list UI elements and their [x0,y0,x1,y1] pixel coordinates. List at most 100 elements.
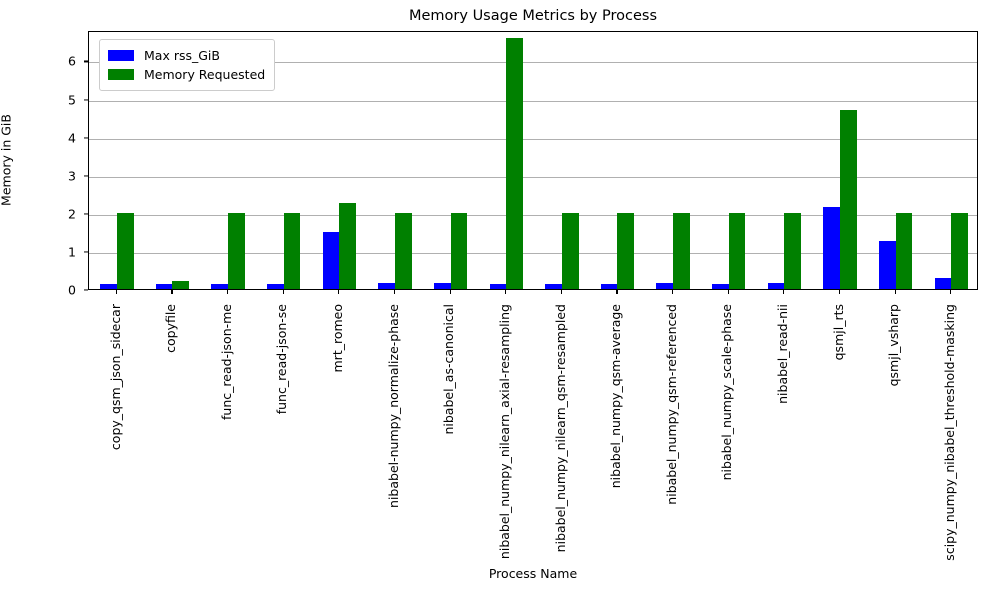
x-tick-label: copyfile [163,304,179,353]
bar-max-rss[interactable] [767,283,785,289]
x-tick-label: copy_qsm_json_sidecar [107,304,123,451]
bar-group[interactable] [155,32,190,289]
x-tick-mark [171,290,173,294]
bar-group[interactable] [767,32,801,289]
x-tick-label-wrap: copy_qsm_json_sidecar [107,297,125,547]
bar-group[interactable] [433,32,468,289]
bar-max-rss[interactable] [433,283,451,289]
x-tick-label-wrap: func_read-json-me [218,297,236,547]
bar-max-rss[interactable] [489,284,507,289]
bar-max-rss[interactable] [600,284,618,289]
chart-legend: Max rss_GiB Memory Requested [99,39,276,91]
bar-group[interactable] [267,32,301,289]
bar-group[interactable] [878,32,913,289]
bars-layer [89,32,977,289]
bar-memory-requested[interactable] [506,37,523,289]
bar-memory-requested[interactable] [561,212,579,289]
x-tick-mark [449,290,451,294]
bar-max-rss[interactable] [155,284,173,289]
x-tick-label: nibabel_numpy_qsm-referenced [663,304,679,505]
bar-group[interactable] [378,32,412,289]
x-tick-mark [894,290,896,294]
x-tick-label-wrap: nibabel_numpy_scale-phase [719,297,737,547]
legend-item-max-rss: Max rss_GiB [108,46,265,65]
bar-memory-requested[interactable] [839,110,857,289]
bar-memory-requested[interactable] [895,212,913,289]
x-tick-label-wrap: func_read-json-se [274,297,292,547]
bar-max-rss[interactable] [378,283,395,289]
y-tick-mark [84,99,88,101]
y-tick-mark [84,137,88,139]
x-tick-label-wrap: nibabel_as-canonical [441,297,459,547]
bar-group[interactable] [211,32,245,289]
x-tick-label: nibabel_numpy_qsm-average [608,304,624,489]
bar-memory-requested[interactable] [784,212,801,289]
bar-max-rss[interactable] [823,207,840,289]
bar-group[interactable] [934,32,968,289]
bar-memory-requested[interactable] [283,212,301,289]
bar-memory-requested[interactable] [172,281,190,289]
x-tick-mark [950,290,952,294]
bar-group[interactable] [322,32,356,289]
bar-group[interactable] [545,32,579,289]
bar-max-rss[interactable] [267,284,284,289]
y-tick-label: 4 [68,130,76,146]
bar-group[interactable] [712,32,746,289]
y-tick-label: 3 [68,168,76,184]
x-tick-mark [282,290,284,294]
bar-group[interactable] [823,32,857,289]
bar-group[interactable] [489,32,523,289]
y-tick-mark [84,213,88,215]
bar-memory-requested[interactable] [450,212,468,289]
y-tick-mark [84,251,88,253]
x-tick-label-wrap: nibabel_read-nii [774,297,792,547]
x-axis-ticks: copy_qsm_json_sidecar copyfile func_read-j… [88,290,978,561]
x-tick-mark [338,290,340,294]
bar-group[interactable] [656,32,690,289]
bar-memory-requested[interactable] [728,212,746,289]
x-tick-mark [672,290,674,294]
x-tick-label: mrt_romeo [330,304,346,373]
bar-max-rss[interactable] [545,284,562,289]
bar-max-rss[interactable] [712,284,729,289]
bar-group[interactable] [100,32,134,289]
bar-memory-requested[interactable] [228,212,245,289]
bar-memory-requested[interactable] [394,212,412,289]
x-tick-mark [227,290,229,294]
legend-item-memory-requested: Memory Requested [108,65,265,84]
x-tick-label-wrap: qsmjl_rts [830,297,848,547]
x-tick-label: nibabel_as-canonical [441,304,457,435]
x-tick-mark [115,290,117,294]
x-tick-label-wrap: nibabel_numpy_qsm-average [607,297,625,547]
x-tick-label-wrap: nibabel_numpy_qsm-referenced [663,297,681,547]
x-tick-label: qsmjl_rts [830,304,846,361]
bar-max-rss[interactable] [100,284,117,289]
bar-max-rss[interactable] [211,284,229,289]
bar-max-rss[interactable] [878,240,896,289]
bar-max-rss[interactable] [322,231,340,289]
chart-title: Memory Usage Metrics by Process [408,8,657,24]
bar-memory-requested[interactable] [617,212,635,289]
bar-max-rss[interactable] [934,277,952,289]
bar-group[interactable] [600,32,635,289]
x-tick-label: func_read-json-se [274,304,290,415]
y-tick-mark [84,289,88,291]
bar-memory-requested[interactable] [951,212,968,289]
x-tick-label: nibabel_numpy_scale-phase [719,304,735,481]
bar-memory-requested[interactable] [339,202,356,289]
bar-max-rss[interactable] [656,283,674,289]
legend-label-memory-requested: Memory Requested [144,67,266,82]
x-tick-label: func_read-json-me [218,304,234,420]
x-tick-label-wrap: mrt_romeo [329,297,347,547]
x-tick-label-wrap: nibabel_numpy_nilearn_qsm-resampled [552,297,570,552]
bar-memory-requested[interactable] [116,212,134,289]
bar-memory-requested[interactable] [673,212,690,289]
x-tick-label: nibabel_numpy_nilearn_axial-resampling [496,304,512,560]
x-tick-mark [560,290,562,294]
legend-label-max-rss: Max rss_GiB [144,48,220,63]
x-tick-label-wrap: nibabel-numpy_normalize-phase [385,297,403,547]
x-tick-label-wrap: nibabel_numpy_nilearn_axial-resampling [496,297,514,559]
x-tick-mark [616,290,618,294]
y-tick-label: 6 [68,53,76,69]
